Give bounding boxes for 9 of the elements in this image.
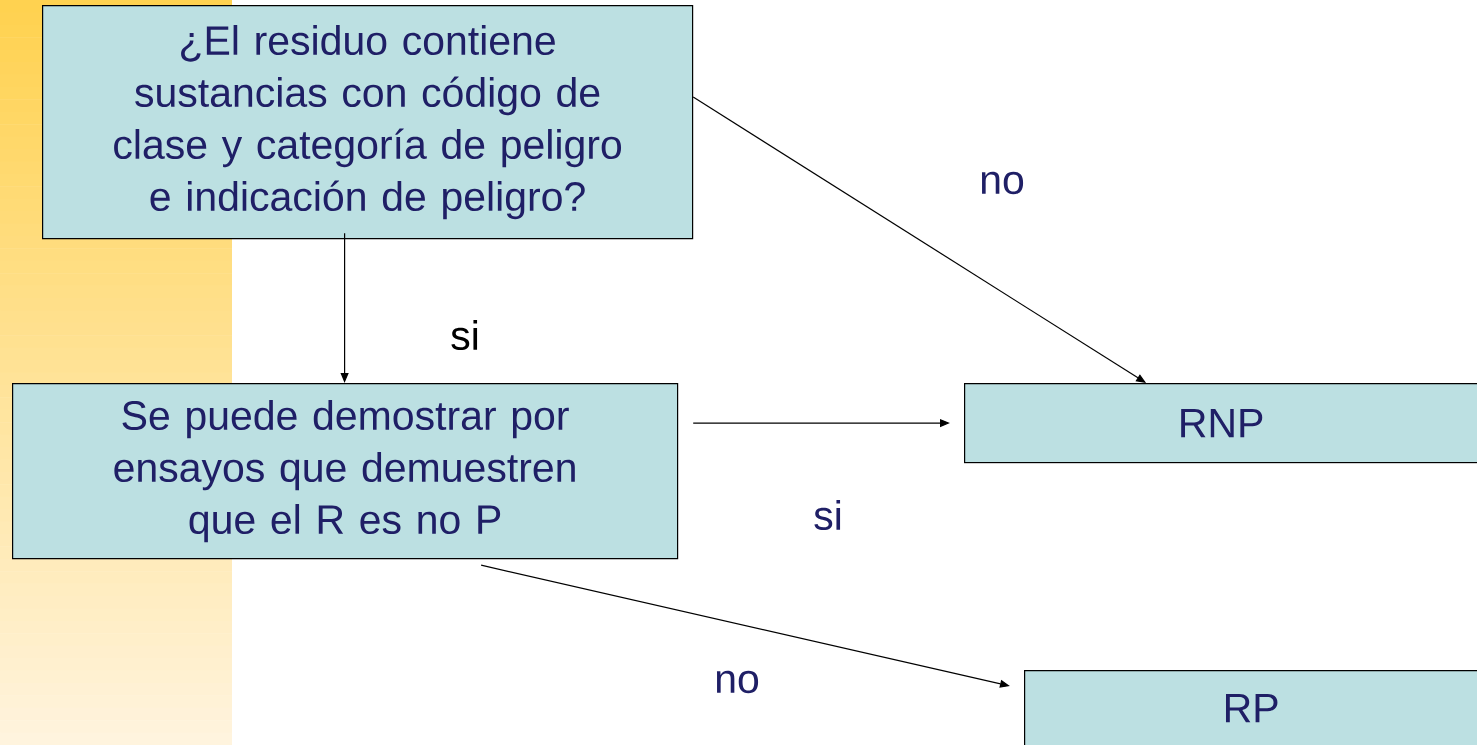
- process-box: RP: [1024, 670, 1477, 745]
- edge-label: no: [716, 670, 759, 694]
- edge-label: no: [981, 171, 1024, 195]
- arrow: [480, 564, 1010, 688]
- edge-label: si: [814, 499, 841, 531]
- process-box: ¿El residuo contiene sustancias con código de clase y categoría de peligro e indicación de peligro?: [42, 5, 694, 240]
- edge-label: si: [451, 319, 478, 351]
- process-box: RNP: [964, 383, 1477, 464]
- process-box: Se puede demostrar por ensayos que demuestren que el R es no P: [12, 383, 679, 560]
